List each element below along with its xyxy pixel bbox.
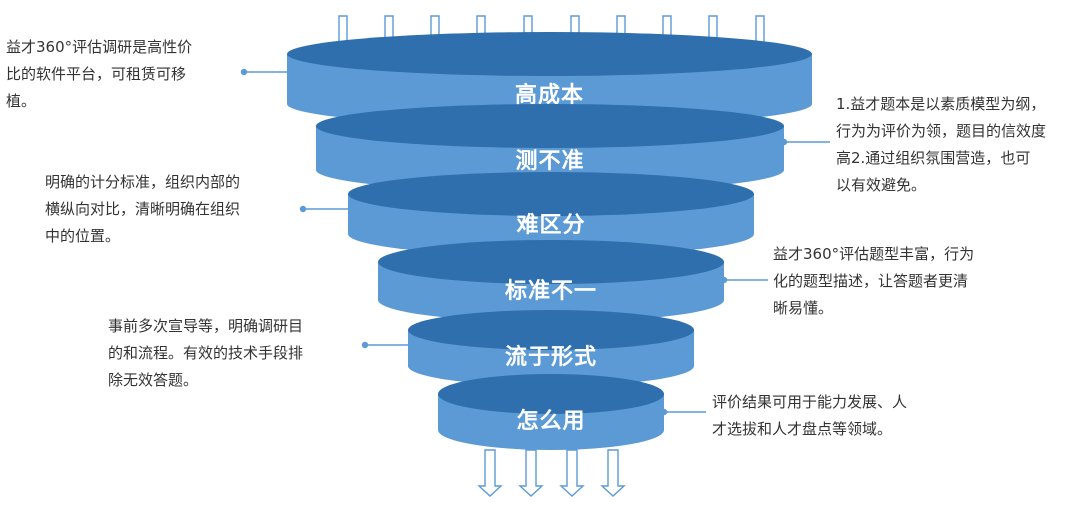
down-arrow-icon	[518, 449, 544, 497]
connector-dot	[780, 138, 788, 146]
connector	[780, 138, 830, 146]
note-line: 行为为评价为领，题目的信效度	[836, 122, 1047, 140]
connector-dot	[720, 276, 728, 284]
connector-dot	[240, 68, 248, 76]
note-left-2: 明确的计分标准，组织内部的 横纵向对比，清晰明确在组织 中的位置。	[45, 169, 295, 250]
layer-rim	[438, 374, 664, 414]
layer-rim	[348, 172, 754, 216]
note-line: 明确的计分标准，组织内部的	[45, 173, 241, 191]
note-line: 1.益才题本是以素质模型为纲，	[836, 95, 1046, 113]
note-line: 的和流程。有效的技术手段排	[108, 344, 304, 362]
layer-rim	[287, 32, 812, 76]
layer-label: 测不准	[515, 149, 584, 174]
note-line: 化的题型描述，让答题者更清	[773, 272, 969, 290]
layer-rim	[378, 240, 724, 284]
note-line: 以有效避免。	[836, 176, 927, 194]
layer-rim	[408, 310, 694, 350]
funnel-layer: 难区分	[348, 172, 754, 256]
connector-dot	[361, 341, 369, 349]
note-left-1: 益才360°评估调研是高性价 比的软件平台，可租赁可移 植。	[6, 34, 246, 115]
down-arrow-icon	[477, 449, 503, 497]
down-arrow-icon	[559, 449, 585, 497]
layer-label: 高成本	[515, 82, 584, 108]
note-right-3: 评价结果可用于能力发展、人 才选拔和人才盘点等领域。	[712, 389, 962, 443]
layer-label: 怎么用	[516, 408, 585, 434]
down-arrow-icon	[600, 449, 626, 497]
layer-label: 标准不一	[505, 278, 597, 304]
connector	[660, 408, 706, 416]
note-right-1: 1.益才题本是以素质模型为纲， 行为为评价为领，题目的信效度 高2.通过组织氛围…	[836, 91, 1076, 199]
note-line: 益才360°评估调研是高性价	[6, 38, 193, 56]
connector-dot	[660, 408, 668, 416]
output-arrows	[477, 449, 626, 497]
layer-label: 难区分	[515, 213, 585, 238]
connector	[720, 276, 768, 284]
funnel-layer: 标准不一	[378, 240, 724, 322]
connector	[361, 341, 408, 349]
connector-lines	[240, 68, 830, 416]
connector-dot	[299, 205, 307, 213]
note-line: 才选拔和人才盘点等领域。	[712, 420, 893, 438]
connector	[240, 68, 287, 76]
note-line: 横纵向对比，清晰明确在组织	[45, 200, 241, 218]
note-line: 中的位置。	[45, 227, 121, 245]
note-line: 除无效答题。	[108, 371, 199, 389]
connector	[299, 205, 348, 213]
funnel-layer: 测不准	[316, 104, 784, 192]
note-line: 高2.通过组织氛围营造，也可	[836, 149, 1031, 167]
note-line: 评价结果可用于能力发展、人	[712, 393, 908, 411]
layer-label: 流于形式	[505, 344, 597, 370]
funnel-layer: 流于形式	[408, 310, 694, 386]
note-line: 植。	[6, 92, 37, 110]
note-line: 事前多次宣导等，明确调研目	[108, 317, 304, 335]
note-line: 比的软件平台，可租赁可移	[6, 65, 187, 83]
note-right-2: 益才360°评估题型丰富，行为 化的题型描述，让答题者更清 晰易懂。	[773, 241, 1023, 322]
funnel-layer: 怎么用	[438, 374, 664, 450]
note-left-3: 事前多次宣导等，明确调研目 的和流程。有效的技术手段排 除无效答题。	[108, 313, 358, 394]
layer-rim	[316, 104, 784, 148]
note-line: 益才360°评估题型丰富，行为	[773, 245, 975, 263]
note-line: 晰易懂。	[773, 299, 834, 317]
